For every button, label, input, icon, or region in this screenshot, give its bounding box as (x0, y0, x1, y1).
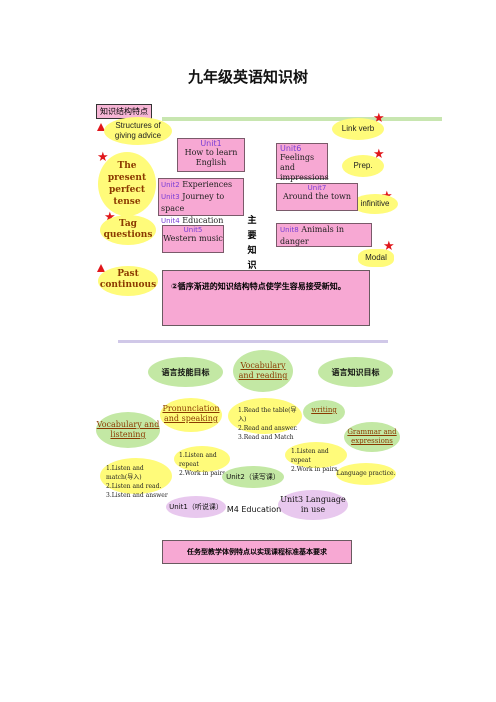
unit7-text: Around the town (282, 192, 352, 201)
knowledge-goal-bubble (318, 357, 393, 387)
listen-repeat-step: 1.Listen and repeat (179, 452, 217, 468)
vocab-reading-bubble (233, 350, 293, 392)
vocab-reading-label: Vocabulary and reading (238, 361, 288, 380)
listen-repeat-step: 2.Work in pairs. (179, 470, 228, 477)
vocab-listening-bubble (96, 412, 160, 448)
pron-speaking-bubble: Pronunciation and speaking (160, 398, 222, 432)
unit6-label: Unit6 (280, 144, 302, 153)
unit4-row: Unit4 Education (161, 215, 243, 227)
left-bubble-past-continuous: Past continuous (98, 266, 158, 296)
left-bubble-advice: Structures of giving advice (104, 117, 172, 145)
unit7-box: Unit7 Around the town (276, 183, 358, 211)
unit4-label: Unit4 (161, 217, 180, 225)
note-box: ②循序渐进的知识结构特点使学生容易接受新知。 (162, 270, 370, 326)
vertical-char: 要 (247, 231, 257, 241)
writing-bubble (303, 400, 345, 424)
knowledge-goal-label: 语言知识目标 (331, 368, 380, 377)
page-title: 九年级英语知识树 (187, 68, 308, 86)
listen-repeat-b-bubble: 1.Listen and repeat 2.Work in pairs. (285, 442, 347, 473)
module-label: M4 Education (226, 505, 282, 514)
unit2-text: Experiences (182, 180, 233, 189)
unit3-row: Unit3 Journey to space (161, 191, 243, 215)
star-icon: ★ (97, 150, 109, 165)
reading-step: 1.Read the table(导入) (238, 407, 297, 423)
unit2-label: Unit2（读写课） (226, 473, 280, 481)
triangle-icon (97, 123, 105, 131)
grammar-bubble (344, 422, 400, 452)
unit6-text: Feelings and impressions (280, 153, 329, 182)
vertical-char: 识 (247, 261, 257, 271)
reading-step: 3.Read and Match (238, 434, 294, 441)
grammar-label: Grammar and expressions (347, 428, 397, 445)
units234-box: Unit2 Experiences Unit3 Journey to space… (158, 178, 244, 225)
unit2-bubble (222, 466, 284, 488)
listen-repeat-a-bubble: 1.Listen and repeat 2.Work in pairs. (174, 446, 230, 477)
vertical-char: 知 (247, 246, 257, 256)
unit2-row: Unit2 Experiences (161, 179, 243, 191)
star-icon: ★ (373, 147, 385, 162)
vertical-text: 主 要 知 识 (246, 214, 258, 274)
listen-step: 2.Listen and read. (106, 483, 162, 490)
vertical-char: 主 (247, 216, 257, 226)
unit3-text: Journey to space (161, 192, 225, 213)
unit5-label: Unit5 (183, 226, 203, 234)
unit1-label: Unit1 (200, 139, 222, 148)
unit1-box: Unit1 How to learn English (177, 138, 245, 172)
unit5-box: Unit5 Western music (162, 225, 224, 253)
ribbon-decoration (162, 117, 442, 121)
right-bubble-link-verb: Link verb (332, 118, 384, 140)
star-icon: ★ (383, 239, 395, 254)
right-bubble-modal: Modal (358, 249, 394, 267)
triangle-icon (97, 264, 105, 272)
unit1-bubble: Unit1（听说课） (166, 496, 226, 518)
unit6-box: Unit6 Feelings and impressions (276, 143, 329, 182)
star-icon: ★ (373, 111, 385, 126)
unit2-label: Unit2 (161, 181, 180, 189)
listen-repeat-step: 2.Work in pairs. (291, 466, 340, 473)
bottom-note-box: 任务型教学体例特点以实现课程标准基本要求 (162, 540, 352, 564)
listen-steps-bubble: 1.Listen and match(导入) 2.Listen and read… (100, 458, 172, 499)
listen-repeat-step: 1.Listen and repeat (291, 448, 329, 464)
vocab-listening-label: Vocabulary and listening (96, 420, 160, 439)
unit7-label: Unit7 (307, 184, 327, 192)
left-bubble-tag-questions: Tag questions (100, 215, 156, 245)
reading-steps-bubble: 1.Read the table(导入) 2.Read and answer. … (228, 398, 302, 441)
unit8-box: Unit8 Animals in danger (276, 223, 372, 247)
unit4-text: Education (182, 216, 224, 225)
right-bubble-prep: Prep. (342, 155, 384, 177)
writing-label: writing (311, 406, 337, 414)
unit8-label: Unit8 (280, 226, 299, 234)
unit8-text: Animals in danger (280, 225, 345, 246)
unit3-label: Unit3 (161, 193, 180, 201)
skill-goal-bubble (148, 357, 223, 387)
left-bubble-present-perfect: The present perfect tense (98, 152, 156, 216)
language-practice-bubble: Language practice. (336, 463, 396, 485)
reading-step: 2.Read and answer. (238, 425, 298, 432)
unit5-text: Western music (163, 234, 223, 243)
divider-decoration (118, 340, 388, 343)
listen-step: 3.Listen and answer (106, 492, 168, 499)
right-bubble-infinitive: infinitive (352, 194, 398, 214)
unit1-text: How to learn English (184, 148, 238, 167)
unit3-bubble: Unit3 Language in use (278, 490, 348, 520)
listen-step: 1.Listen and match(导入) (106, 465, 144, 481)
skill-goal-label: 语言技能目标 (161, 368, 210, 377)
